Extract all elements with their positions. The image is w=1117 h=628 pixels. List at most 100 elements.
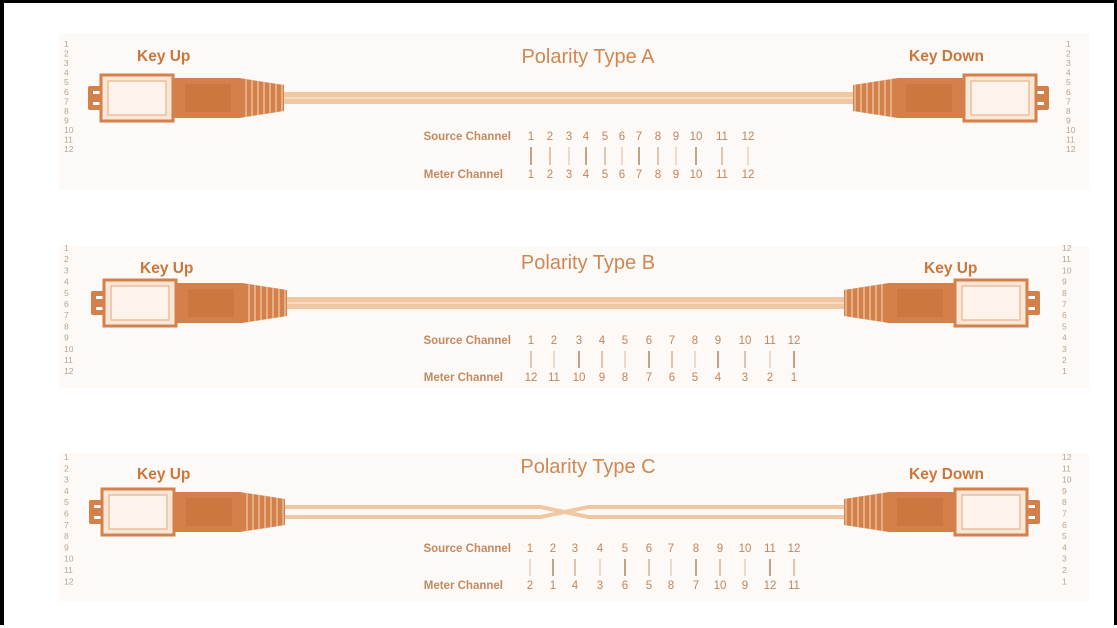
- meter-channel-number: 3: [566, 169, 572, 181]
- right-pin-number: 6: [1062, 520, 1067, 530]
- meter-channel-number: 7: [636, 169, 642, 181]
- left-pin-number: 11: [64, 355, 73, 365]
- right-pin-number: 6: [1066, 87, 1071, 97]
- source-channel-number: 2: [550, 543, 556, 555]
- left-pin-number: 7: [64, 520, 69, 530]
- meter-channel-number: 9: [673, 169, 679, 181]
- source-channel-number: 9: [673, 131, 679, 143]
- source-channel-number: 6: [646, 543, 652, 555]
- right-pin-number: 3: [1062, 554, 1067, 564]
- right-pin-number: 10: [1062, 265, 1072, 275]
- housing-inner: [961, 285, 1021, 321]
- source-channel-number: 7: [636, 131, 642, 143]
- body-shade: [185, 84, 231, 112]
- right-pin-number: 1: [1066, 39, 1071, 49]
- boot: [240, 492, 285, 532]
- meter-channel-number: 2: [767, 372, 773, 384]
- pin-slot: [1035, 102, 1044, 105]
- left-key-label: Key Up: [137, 466, 190, 483]
- right-key-label: Key Down: [909, 48, 984, 65]
- pin-slot: [96, 296, 105, 299]
- meter-channel-number: 6: [619, 169, 625, 181]
- left-pin-number: 1: [64, 39, 69, 49]
- pin-slot: [96, 307, 105, 310]
- meter-channel-number: 10: [714, 580, 727, 592]
- right-pin-number: 8: [1062, 288, 1067, 298]
- left-pin-number: 10: [64, 344, 74, 354]
- right-connector: [844, 487, 1040, 537]
- housing-inner: [108, 494, 168, 530]
- body-shade: [897, 498, 943, 526]
- meter-channel-number: 11: [548, 372, 560, 384]
- left-pin-number: 10: [64, 554, 74, 564]
- source-channel-number: 4: [599, 335, 606, 347]
- source-channel-number: 11: [716, 131, 728, 143]
- left-pin-number: 6: [64, 299, 69, 309]
- left-pin-number: 4: [64, 277, 69, 287]
- right-pin-number: 8: [1062, 497, 1067, 507]
- left-pin-number: 5: [64, 288, 69, 298]
- source-channel-number: 3: [572, 543, 578, 555]
- left-pin-number: 12: [64, 366, 74, 376]
- meter-channel-number: 6: [622, 580, 628, 592]
- right-pin-number: 3: [1062, 344, 1067, 354]
- left-pin-number: 1: [64, 452, 69, 462]
- meter-channel-label: Meter Channel: [424, 169, 503, 181]
- meter-channel-number: 12: [525, 372, 538, 384]
- boot: [242, 283, 287, 323]
- source-channel-number: 10: [690, 131, 703, 143]
- left-pin-number: 3: [64, 265, 69, 275]
- pin-slot: [1026, 296, 1035, 299]
- right-pin-number: 4: [1066, 68, 1071, 78]
- left-pin-number: 11: [64, 565, 73, 575]
- left-pin-number: 7: [64, 96, 69, 106]
- right-pin-number: 9: [1066, 115, 1071, 125]
- right-pin-number: 5: [1062, 531, 1067, 541]
- right-pin-number: 3: [1066, 58, 1071, 68]
- source-channel-number: 12: [742, 131, 755, 143]
- source-channel-number: 12: [788, 543, 801, 555]
- pin-slot: [1026, 307, 1035, 310]
- left-pin-number: 8: [64, 321, 69, 331]
- right-pin-number: 10: [1066, 125, 1076, 135]
- right-pin-number: 9: [1062, 486, 1067, 496]
- diagram-title: Polarity Type A: [521, 46, 655, 68]
- right-pin-number: 1: [1062, 366, 1067, 376]
- left-pin-number: 10: [64, 125, 74, 135]
- diagram-title: Polarity Type C: [520, 456, 655, 478]
- meter-channel-number: 1: [550, 580, 556, 592]
- right-pin-number: 1: [1062, 576, 1067, 586]
- source-channel-number: 4: [597, 543, 604, 555]
- meter-channel-number: 3: [742, 372, 748, 384]
- source-channel-number: 5: [622, 335, 628, 347]
- left-connector: [88, 73, 284, 123]
- source-channel-number: 10: [739, 335, 752, 347]
- pin-slot: [1035, 91, 1044, 94]
- meter-channel-number: 11: [716, 169, 728, 181]
- meter-channel-number: 10: [573, 372, 586, 384]
- source-channel-number: 3: [566, 131, 572, 143]
- source-channel-label: Source Channel: [423, 131, 511, 143]
- meter-channel-number: 12: [742, 169, 755, 181]
- meter-channel-number: 8: [655, 169, 661, 181]
- body-shade: [186, 498, 232, 526]
- left-pin-number: 2: [64, 49, 69, 59]
- source-channel-label: Source Channel: [423, 335, 511, 347]
- right-pin-number: 7: [1066, 96, 1071, 106]
- left-connector: [89, 487, 285, 537]
- source-channel-number: 3: [576, 335, 582, 347]
- source-channel-number: 9: [717, 543, 723, 555]
- left-pin-number: 2: [64, 254, 69, 264]
- right-pin-number: 9: [1062, 277, 1067, 287]
- meter-channel-number: 7: [693, 580, 699, 592]
- left-pin-number: 5: [64, 497, 69, 507]
- left-pin-number: 4: [64, 486, 69, 496]
- source-channel-number: 8: [693, 543, 699, 555]
- meter-channel-number: 10: [690, 169, 703, 181]
- source-channel-number: 1: [528, 335, 534, 347]
- pin-slot: [1026, 516, 1035, 519]
- body-shade: [906, 84, 952, 112]
